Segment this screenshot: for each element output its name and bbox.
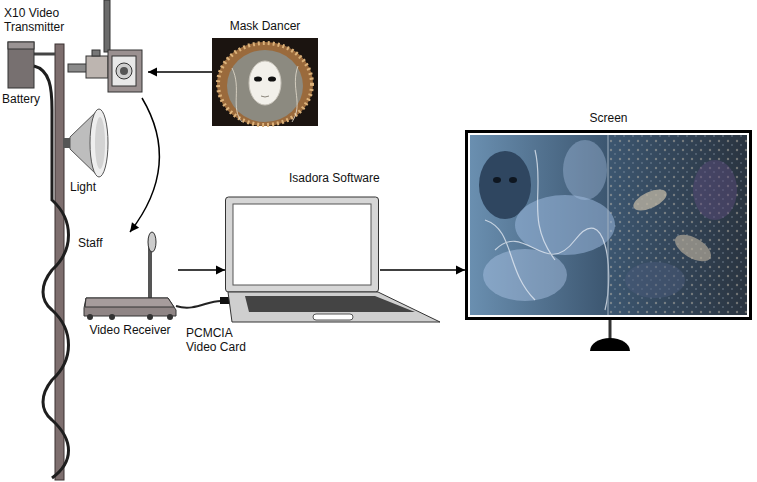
arrow-connector — [130, 98, 159, 232]
arrow-connector — [178, 266, 225, 275]
battery-box — [8, 42, 34, 88]
device-label: Video Receiver — [68, 323, 192, 337]
screen-art — [465, 130, 752, 320]
arrow-connector — [148, 68, 212, 77]
arrow-head — [456, 266, 465, 275]
light-reflector — [95, 117, 105, 169]
device-label: Isadora Software — [289, 171, 409, 185]
device-node: Screen — [465, 130, 752, 320]
device-node: X10 Video Transmitter — [68, 42, 148, 98]
arrow-head — [148, 68, 157, 77]
screen-stand-post — [609, 320, 612, 339]
arrow-head — [130, 222, 139, 232]
power-cable — [34, 66, 69, 478]
battery-top — [8, 42, 34, 49]
arrow-head — [216, 266, 225, 275]
device-label: Screen — [465, 111, 752, 125]
card-cable — [176, 301, 222, 308]
device-label: X10 Video Transmitter — [4, 6, 76, 34]
camera-art — [68, 42, 148, 98]
part-label: Light — [70, 180, 96, 194]
device-node: Mask Dancer — [212, 38, 318, 126]
laptop-art — [225, 195, 445, 330]
device-label: Mask Dancer — [192, 19, 338, 33]
part-label: Battery — [2, 92, 40, 106]
part-label: PCMCIA Video Card — [186, 326, 254, 354]
battery-mount — [34, 53, 55, 56]
screen-stand-base — [590, 338, 630, 351]
light-dish — [90, 109, 108, 177]
device-node: Isadora Software — [225, 195, 380, 295]
arrow-connector — [380, 266, 465, 275]
antenna — [104, 0, 110, 52]
mask-photo — [212, 38, 318, 126]
part-label: Staff — [78, 236, 102, 250]
